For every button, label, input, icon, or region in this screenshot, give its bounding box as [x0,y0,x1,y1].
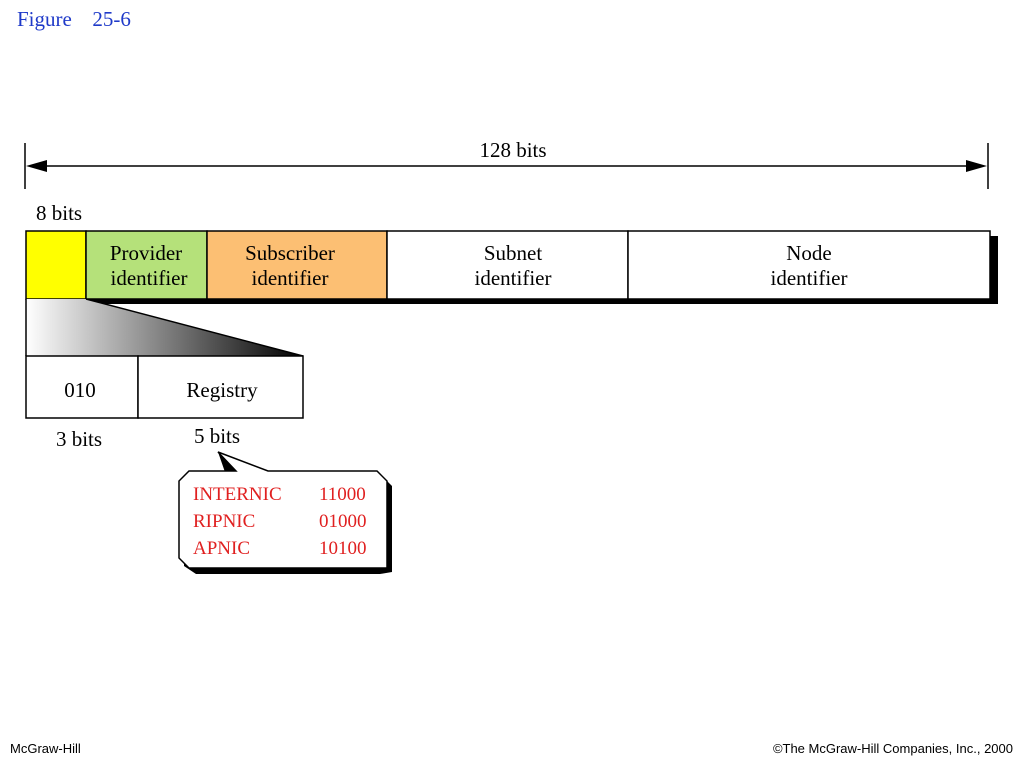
address-fields: Provider identifier Subscriber identifie… [25,230,998,304]
registry-callout: INTERNIC 11000 RIPNIC 01000 APNIC 10100 [178,451,392,574]
subnet-label-line2: identifier [475,266,552,290]
field-subscriber [206,230,388,300]
total-width-label: 128 bits [479,138,546,162]
expansion-wedge [26,299,303,356]
right-arrowhead [966,160,987,172]
registry-code-internic: 11000 [319,484,366,505]
field-subnet [386,230,629,300]
callout-box [178,451,388,569]
wedge-diagonal-edge [85,298,304,357]
field-prefix [25,230,87,300]
prefix-bits-label: 010 [64,378,96,402]
subscriber-label-line2: identifier [252,266,329,290]
total-width-dimension: 128 bits [24,138,989,189]
subnet-label-line1: Subnet [484,241,543,265]
subscriber-label-line1: Subscriber [245,241,335,265]
footer-publisher: McGraw-Hill [10,741,81,756]
prefix-breakdown: 010 Registry 3 bits 5 bits [25,355,304,451]
figure-title: Figure 25-6 [17,7,131,31]
registry-code-apnic: 10100 [319,538,367,559]
registry-width: 5 bits [194,424,240,448]
left-arrowhead [26,160,47,172]
registry-name-apnic: APNIC [193,538,250,559]
node-label-line1: Node [786,241,832,265]
registry-code-ripnic: 01000 [319,511,367,532]
field-provider [85,230,208,300]
provider-label-line1: Provider [110,241,182,265]
prefix-width-label: 8 bits [36,201,82,225]
field-node [627,230,991,300]
registry-name-internic: INTERNIC [193,484,282,505]
registry-name-ripnic: RIPNIC [193,511,255,532]
registry-box [137,355,304,419]
node-label-line2: identifier [771,266,848,290]
footer-copyright: ©The McGraw-Hill Companies, Inc., 2000 [772,741,1013,756]
prefix-bits-width: 3 bits [56,427,102,451]
provider-label-line2: identifier [111,266,188,290]
registry-label: Registry [186,378,258,402]
